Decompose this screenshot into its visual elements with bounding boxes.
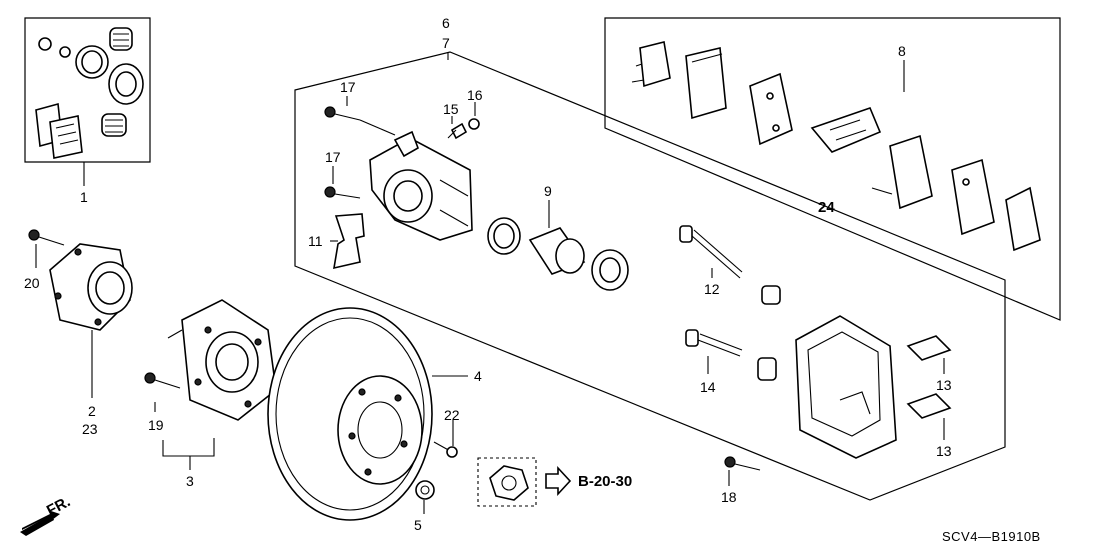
label-8: 8 [898,43,906,59]
label-20: 20 [24,275,40,291]
label-19: 19 [148,417,164,433]
label-1: 1 [80,189,88,205]
label-24: 24 [818,199,835,216]
label-18: 18 [721,489,737,505]
caliper-body [369,130,473,241]
brake-disc-rotor [267,307,433,521]
bolt-20 [28,229,65,246]
label-23: 23 [82,421,98,437]
pad-retainer-clips [906,335,952,419]
label-22: 22 [444,407,460,423]
label-4: 4 [474,368,482,384]
bolt-17-lower [324,186,361,199]
hub-bearing-unit [49,243,133,331]
label-13-upper: 13 [936,377,952,393]
anti-rattle-spring [333,213,365,270]
brake-pad-set [631,41,1041,252]
label-11: 11 [308,233,323,249]
front-direction-arrow-icon [20,510,60,536]
piston-and-seals [487,217,629,291]
screw-22 [433,441,458,458]
label-17-upper: 17 [340,79,356,95]
bolt-18 [724,456,761,471]
label-17-lower: 17 [325,149,341,165]
reference-nut [489,465,529,501]
reference-code: B-20-30 [578,473,632,490]
bleeder-screw [447,118,480,140]
pad-set-frame [604,17,1061,321]
label-9: 9 [544,183,552,199]
label-6: 6 [442,15,450,31]
label-16: 16 [467,87,483,103]
reference-nut-box [477,457,537,507]
label-12: 12 [704,281,720,297]
diagram-code: SCV4—B1910B [942,529,1041,544]
label-15: 15 [443,101,459,117]
label-7: 7 [442,35,450,51]
label-13-lower: 13 [936,443,952,459]
caliper-bracket [795,315,897,459]
hub-flange [167,299,277,421]
guide-pin-12 [679,225,781,305]
caliper-assembly-frame [294,51,1006,501]
label-2: 2 [88,403,96,419]
guide-pin-14 [685,329,777,381]
bolt-19 [144,372,181,389]
label-3: 3 [186,473,194,489]
outline-arrow-right-icon [545,465,572,497]
label-14: 14 [700,379,716,395]
bolt-17-upper [324,106,396,136]
lock-nut [415,480,435,500]
label-5: 5 [414,517,422,533]
seal-kit-frame [24,17,151,163]
